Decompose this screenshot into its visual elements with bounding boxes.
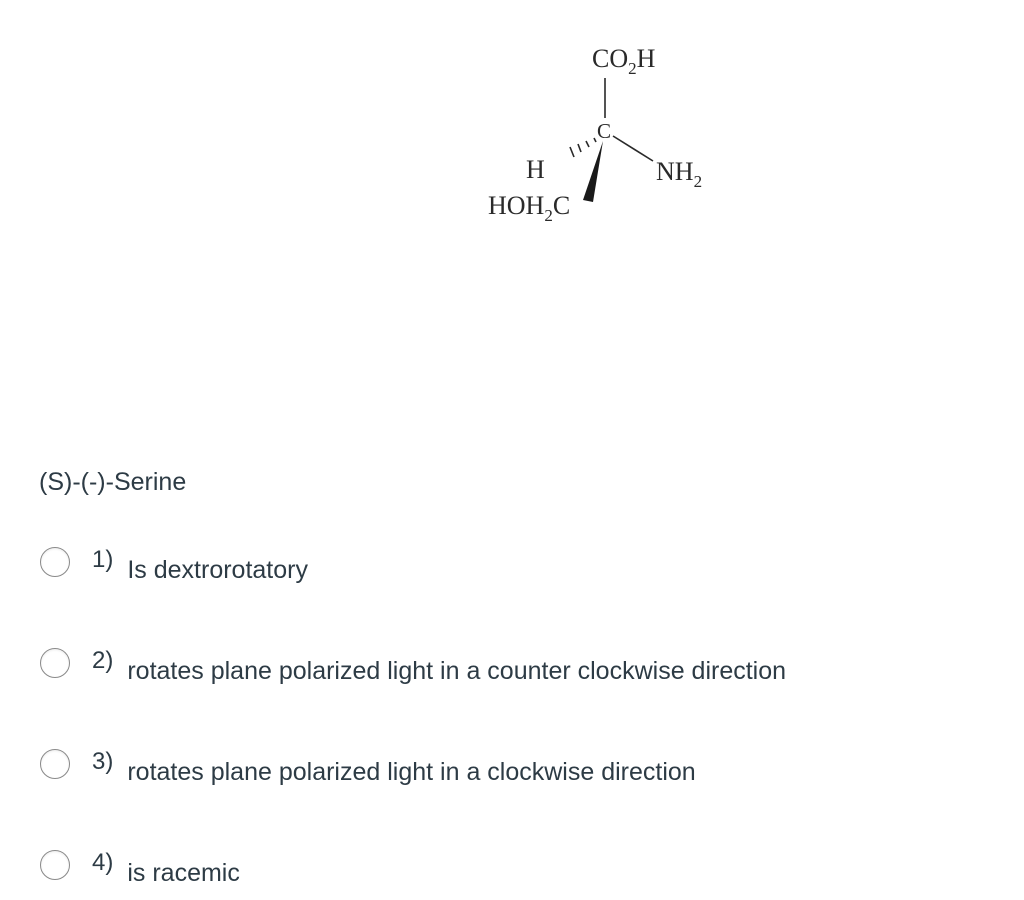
answer-2-text: rotates plane polarized light in a count…: [127, 657, 787, 685]
carboxyl-group-label: CO2H: [592, 44, 656, 78]
wedge-bond-bottom: [583, 141, 603, 202]
answer-3-text: rotates plane polarized light in a clock…: [127, 758, 696, 786]
answer-option-4[interactable]: 4) is racemic: [40, 849, 240, 888]
question-text: (S)-(-)-Serine: [39, 468, 187, 496]
answer-2-radio[interactable]: [40, 648, 70, 678]
answer-1-text: Is dextrorotatory: [127, 556, 308, 584]
hydrogen-label: H: [526, 155, 545, 184]
serine-structure-diagram: CO2H C H NH2 HOH2C: [470, 30, 750, 240]
serine-structure-svg: CO2H C H NH2 HOH2C: [488, 44, 702, 225]
central-carbon-label: C: [597, 119, 611, 143]
answer-option-2[interactable]: 2) rotates plane polarized light in a co…: [40, 647, 786, 686]
amino-group-label: NH2: [656, 157, 702, 191]
answer-2-number: 2): [92, 647, 114, 674]
answer-3-radio[interactable]: [40, 749, 70, 779]
answer-4-number: 4): [92, 849, 114, 876]
hashed-bond-left: [569, 137, 597, 158]
answer-3-number: 3): [92, 748, 114, 775]
hydroxymethyl-group-label: HOH2C: [488, 191, 570, 225]
answer-1-radio[interactable]: [40, 547, 70, 577]
answer-option-1[interactable]: 1) Is dextrorotatory: [40, 546, 308, 585]
answer-list: 1) Is dextrorotatory 2) rotates plane po…: [40, 0, 1000, 900]
answer-4-radio[interactable]: [40, 850, 70, 880]
answer-1-number: 1): [92, 546, 114, 573]
answer-option-3[interactable]: 3) rotates plane polarized light in a cl…: [40, 748, 696, 787]
answer-4-text: is racemic: [127, 859, 240, 887]
bond-right: [612, 135, 654, 162]
